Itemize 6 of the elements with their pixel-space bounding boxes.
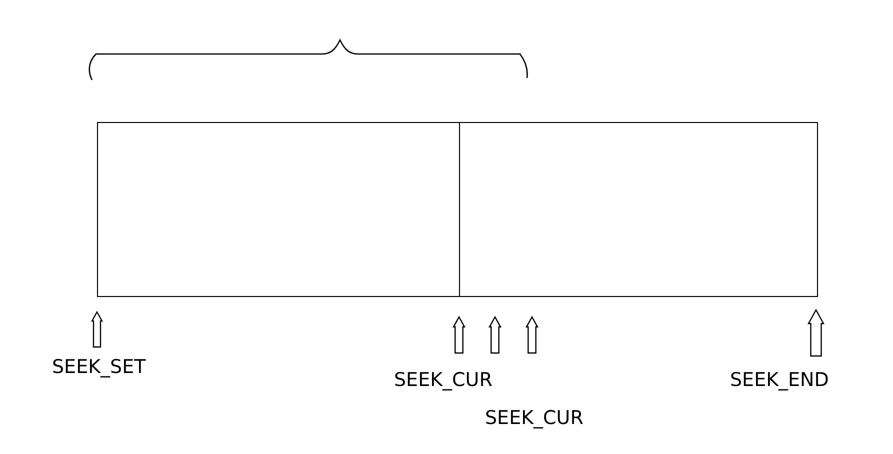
offset-label: SEEK_CUR: [485, 409, 584, 428]
offset-label: SEEK_END: [730, 371, 829, 390]
offset-label: SEEK_CUR: [394, 371, 492, 390]
memory-block: [97, 122, 460, 297]
memory-block: [459, 122, 818, 297]
offset-label: SEEK_SET: [52, 358, 146, 377]
